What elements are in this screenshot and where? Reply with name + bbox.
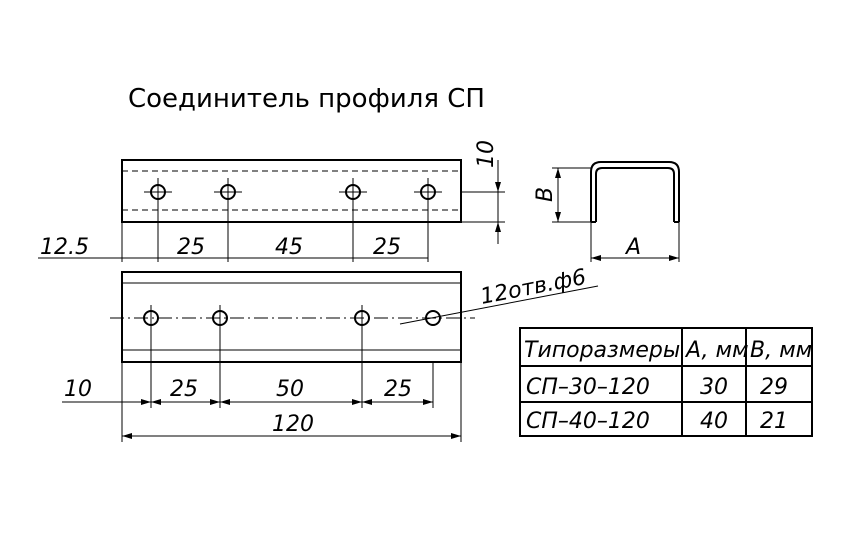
bottom-hole-4: [425, 310, 441, 326]
top-dim-s1: 25: [177, 235, 205, 260]
table-header-a: A, мм: [684, 338, 749, 363]
top-dim-s2: 45: [275, 235, 303, 260]
table-row-1-a: 30: [700, 375, 728, 400]
profile-a-label: A: [624, 235, 641, 260]
top-view: 12.5 25 45 25 10: [38, 140, 505, 262]
holes-note: 12отв.ф6: [478, 265, 588, 310]
size-table: Типоразмеры A, мм B, мм СП–30–120 30 29 …: [519, 327, 813, 437]
top-plate-outline: [121, 159, 462, 223]
table-header-size: Типоразмеры: [524, 338, 680, 363]
drawing-title: Соединитель профиля СП: [128, 84, 485, 114]
holes-leader: [399, 285, 599, 325]
table-row-2-b: 21: [760, 409, 788, 434]
bottom-dim-s3: 25: [384, 377, 412, 402]
height-dim-label: 10: [474, 140, 499, 168]
top-dim-s3: 25: [373, 235, 401, 260]
table-header-b: B, мм: [750, 338, 812, 363]
table-row-1-b: 29: [760, 375, 788, 400]
profile-b-label: B: [533, 187, 558, 202]
bottom-dim-s2: 50: [276, 377, 304, 402]
bottom-plate-outline: [121, 271, 462, 363]
bottom-view: 12отв.ф6 10 25 50 25 120: [62, 265, 599, 442]
table-border: [519, 327, 813, 437]
top-dim-edge: 12.5: [40, 235, 89, 260]
profile-section: B A: [533, 161, 680, 262]
bottom-dim-s1: 25: [170, 377, 198, 402]
bottom-dim-edge: 10: [64, 377, 92, 402]
table-row-1-name: СП–30–120: [526, 375, 650, 400]
table-row-2-name: СП–40–120: [526, 409, 650, 434]
table-row-2-a: 40: [700, 409, 728, 434]
total-dim-label: 120: [272, 412, 314, 437]
